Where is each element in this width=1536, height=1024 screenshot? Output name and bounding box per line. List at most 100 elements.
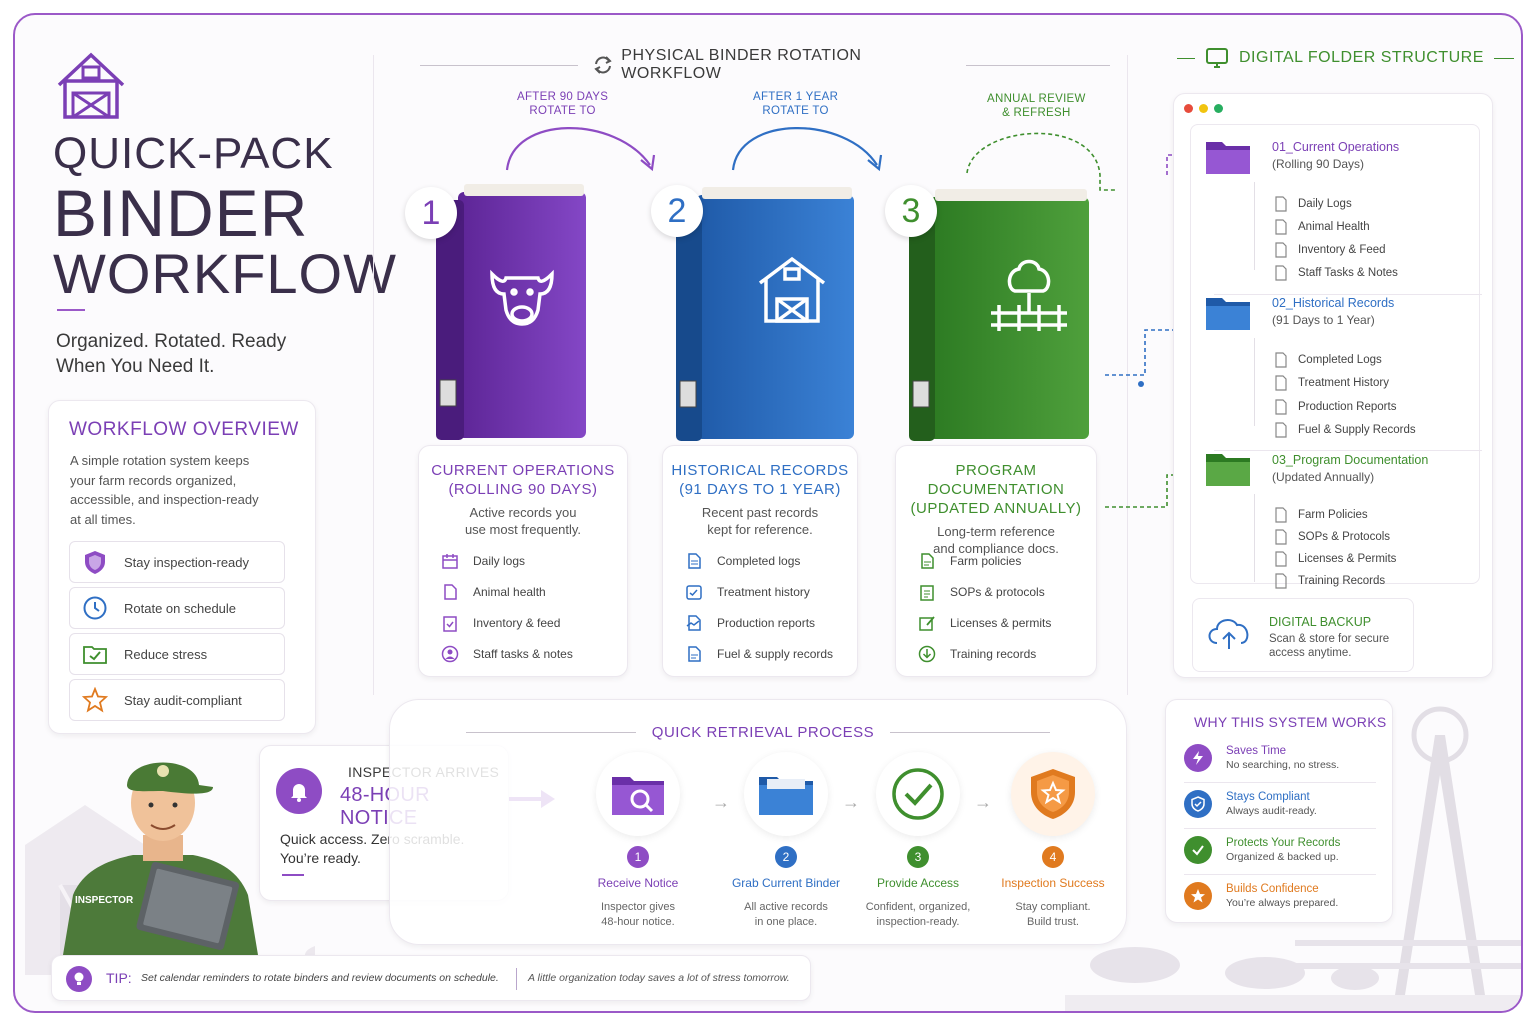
- file-icon: [1275, 551, 1287, 567]
- connector-lines: [1105, 154, 1175, 508]
- binder-card-program: PROGRAM DOCUMENTATION(UPDATED ANNUALLY) …: [895, 445, 1097, 677]
- clipboard-check-icon: [443, 616, 457, 632]
- retrieval-step-2: 2 Grab Current Binder All active records…: [721, 752, 851, 930]
- shield-check-icon: [1191, 796, 1205, 812]
- file-icon: [1275, 219, 1287, 235]
- file-icon: [1275, 422, 1287, 438]
- folder-program-documentation[interactable]: 03_Program Documentation (Updated Annual…: [1272, 453, 1429, 484]
- file-item[interactable]: Treatment History: [1274, 375, 1389, 391]
- binder-item: Animal health: [441, 583, 546, 601]
- file-item[interactable]: Farm Policies: [1274, 507, 1368, 523]
- file-icon: [1275, 507, 1287, 523]
- file-item[interactable]: Licenses & Permits: [1274, 551, 1396, 567]
- rotate-icon: [594, 56, 612, 74]
- folder-historical-records[interactable]: 02_Historical Records (91 Days to 1 Year…: [1272, 296, 1395, 327]
- clipboard-icon: [920, 585, 934, 601]
- file-item[interactable]: Daily Logs: [1274, 196, 1352, 212]
- title-line-3: WORKFLOW: [53, 242, 397, 305]
- retrieval-section: QUICK RETRIEVAL PROCESS 1 Receive Notice…: [389, 699, 1127, 945]
- overview-heading: WORKFLOW OVERVIEW: [69, 419, 299, 440]
- folder-green-icon[interactable]: [1204, 448, 1252, 488]
- clock-icon: [83, 596, 107, 620]
- binder-item: Production reports: [685, 614, 815, 632]
- file-item[interactable]: Training Records: [1274, 573, 1385, 589]
- binder-card-current: CURRENT OPERATIONS(ROLLING 90 DAYS) Acti…: [418, 445, 628, 677]
- cloud-upload-icon: [1208, 619, 1249, 649]
- binder-green: [909, 189, 1089, 441]
- inspector-badge: INSPECTOR: [75, 895, 134, 906]
- folder-current-operations[interactable]: 01_Current Operations (Rolling 90 Days): [1272, 140, 1400, 171]
- retrieval-heading: QUICK RETRIEVAL PROCESS: [651, 724, 875, 741]
- overview-item-reduce-stress: Reduce stress: [69, 633, 285, 675]
- digital-window: 01_Current Operations (Rolling 90 Days) …: [1173, 93, 1493, 678]
- overview-item-rotate: Rotate on schedule: [69, 587, 285, 629]
- step-arrow-icon: →: [712, 792, 730, 812]
- rotation-arrows: [505, 127, 1115, 191]
- workflow-overview-card: WORKFLOW OVERVIEW A simple rotation syst…: [48, 400, 316, 734]
- binder-item: Fuel & supply records: [685, 645, 833, 663]
- inspector-illustration-icon: INSPECTOR: [63, 762, 258, 955]
- document-icon: [921, 553, 934, 569]
- document-icon: [444, 584, 457, 600]
- star-icon: [1191, 889, 1205, 903]
- step-arrow-icon: →: [842, 792, 860, 812]
- binder-number-2: 2: [651, 185, 703, 237]
- bell-icon: [276, 768, 322, 814]
- binder-blue: [676, 187, 854, 441]
- binder-item: Daily logs: [441, 552, 525, 570]
- star-icon: [82, 687, 108, 713]
- farm-silhouette-icon: [1065, 706, 1521, 1011]
- folder-purple-icon[interactable]: [1204, 136, 1252, 176]
- file-item[interactable]: Fuel & Supply Records: [1274, 422, 1416, 438]
- binder-item: Farm policies: [918, 552, 1021, 570]
- title-line-1: QUICK-PACK: [53, 129, 334, 178]
- rotation-label-3: ANNUAL REVIEW& REFRESH: [987, 93, 1086, 119]
- file-item[interactable]: Production Reports: [1274, 399, 1396, 415]
- binder-item: Completed logs: [685, 552, 800, 570]
- file-item[interactable]: SOPs & Protocols: [1274, 529, 1390, 545]
- folder-check-icon: [83, 646, 107, 664]
- binder-item: Training records: [918, 645, 1036, 663]
- binder-item: Staff tasks & notes: [441, 645, 573, 663]
- chart-document-icon: [686, 615, 701, 631]
- barn-logo-icon: [57, 52, 125, 119]
- lightbulb-icon: [66, 966, 92, 992]
- file-item[interactable]: Inventory & Feed: [1274, 242, 1386, 258]
- file-icon: [1275, 375, 1287, 391]
- tip-bar: TIP: Set calendar reminders to rotate bi…: [51, 955, 811, 1001]
- file-item[interactable]: Staff Tasks & Notes: [1274, 265, 1398, 281]
- shield-icon: [85, 551, 105, 574]
- file-icon: [1275, 399, 1287, 415]
- retrieval-step-3: 3 Provide Access Confident, organized,in…: [853, 752, 983, 930]
- tagline: Organized. Rotated. Ready When You Need …: [56, 331, 287, 377]
- file-icon: [1275, 529, 1287, 545]
- file-item[interactable]: Animal Health: [1274, 219, 1370, 235]
- folder-blue-icon[interactable]: [1204, 292, 1252, 332]
- binder-item: Licenses & permits: [918, 614, 1051, 632]
- download-circle-icon: [918, 645, 936, 663]
- binder-card-historical: HISTORICAL RECORDS(91 DAYS TO 1 YEAR) Re…: [662, 445, 858, 677]
- document-icon: [688, 646, 701, 662]
- binder-number-3: 3: [885, 185, 937, 237]
- checklist-icon: [686, 585, 702, 600]
- window-dots: [1184, 104, 1223, 113]
- file-icon: [1275, 196, 1287, 212]
- binder-item: Inventory & feed: [441, 614, 560, 632]
- digital-header: DIGITAL FOLDER STRUCTURE: [1177, 47, 1514, 69]
- file-item[interactable]: Completed Logs: [1274, 352, 1382, 368]
- overview-item-inspection-ready: Stay inspection-ready: [69, 541, 285, 583]
- file-icon: [1275, 352, 1287, 368]
- file-icon: [1275, 573, 1287, 589]
- retrieval-step-4: 4 Inspection Success Stay compliant.Buil…: [988, 752, 1118, 930]
- file-icon: [1275, 265, 1287, 281]
